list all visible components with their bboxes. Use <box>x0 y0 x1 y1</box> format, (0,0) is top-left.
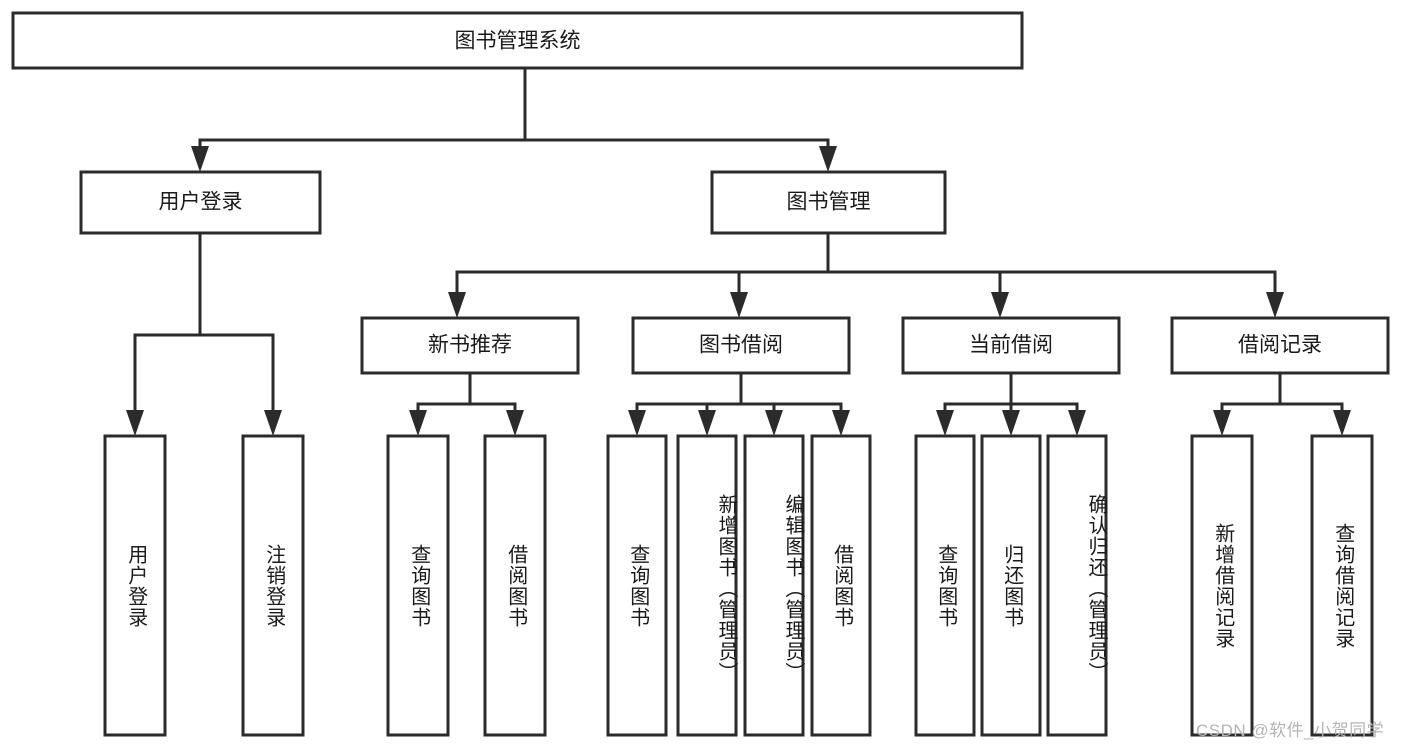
node-leaf-query-book-2[interactable] <box>606 434 668 737</box>
arrow-head-leaf-query-book-3 <box>936 410 954 436</box>
node-borrow-record-label: 借阅记录 <box>1238 334 1322 357</box>
arrow-head-leaf-return-book <box>1002 410 1020 436</box>
arrow-head-book-borrow <box>730 292 748 318</box>
node-root-system[interactable] <box>11 11 1024 70</box>
node-user-login[interactable] <box>79 170 322 235</box>
arrow-head-leaf-borrow-book-1 <box>506 410 524 436</box>
node-book-borrow-label: 图书借阅 <box>699 334 783 357</box>
arrow-head-leaf-query-book-2 <box>628 410 646 436</box>
node-current-borrow[interactable] <box>901 316 1121 375</box>
node-leaf-user-logout[interactable] <box>241 434 305 737</box>
node-current-borrow-label: 当前借阅 <box>969 334 1053 357</box>
node-leaf-query-book-3[interactable] <box>914 434 976 737</box>
node-new-book-recommend-label: 新书推荐 <box>428 334 512 357</box>
node-leaf-edit-book[interactable] <box>743 434 805 737</box>
node-leaf-query-borrow-record[interactable] <box>1310 434 1374 737</box>
arrow-head-leaf-add-book <box>698 410 716 436</box>
arrow-head-user-login <box>191 146 209 172</box>
node-leaf-borrow-book-2[interactable] <box>810 434 872 737</box>
node-leaf-add-borrow-record[interactable] <box>1190 434 1254 737</box>
node-new-book-recommend[interactable] <box>360 316 580 375</box>
arrow-head-current-borrow <box>991 292 1009 318</box>
node-leaf-return-book[interactable] <box>980 434 1042 737</box>
arrow-head-leaf-confirm-return <box>1068 410 1086 436</box>
node-book-manage[interactable] <box>710 170 947 235</box>
node-leaf-query-book-1[interactable] <box>386 434 450 737</box>
csdn-watermark: CSDN @软件_小贺同学 <box>1196 721 1385 740</box>
node-box-layer: 图书管理系统 用户登录 图书管理 新书推荐 图书借阅 当前借阅 借阅记录 <box>11 11 1390 737</box>
arrow-head-book-manage <box>819 146 837 172</box>
node-user-login-label: 用户登录 <box>159 191 243 214</box>
arrow-head-borrow-record <box>1266 292 1284 318</box>
arrow-head-leaf-borrow-book-2 <box>832 410 850 436</box>
arrow-head-leaf-user-login <box>126 410 144 436</box>
node-book-manage-label: 图书管理 <box>787 191 871 214</box>
node-borrow-record[interactable] <box>1170 316 1390 375</box>
connector-layer <box>126 66 1351 436</box>
node-root-system-label: 图书管理系统 <box>455 30 581 53</box>
node-leaf-borrow-book-1[interactable] <box>483 434 547 737</box>
node-book-borrow[interactable] <box>631 316 851 375</box>
node-leaf-user-login[interactable] <box>103 434 167 737</box>
node-leaf-add-book[interactable] <box>676 434 738 737</box>
node-leaf-confirm-return[interactable] <box>1046 434 1108 737</box>
arrow-head-new-book-recommend <box>448 292 466 318</box>
arrow-head-leaf-query-borrow-record <box>1333 410 1351 436</box>
arrow-head-leaf-user-logout <box>264 410 282 436</box>
arrow-head-leaf-add-borrow-record <box>1213 410 1231 436</box>
arrow-head-leaf-edit-book <box>765 410 783 436</box>
arrow-head-leaf-query-book-1 <box>409 410 427 436</box>
